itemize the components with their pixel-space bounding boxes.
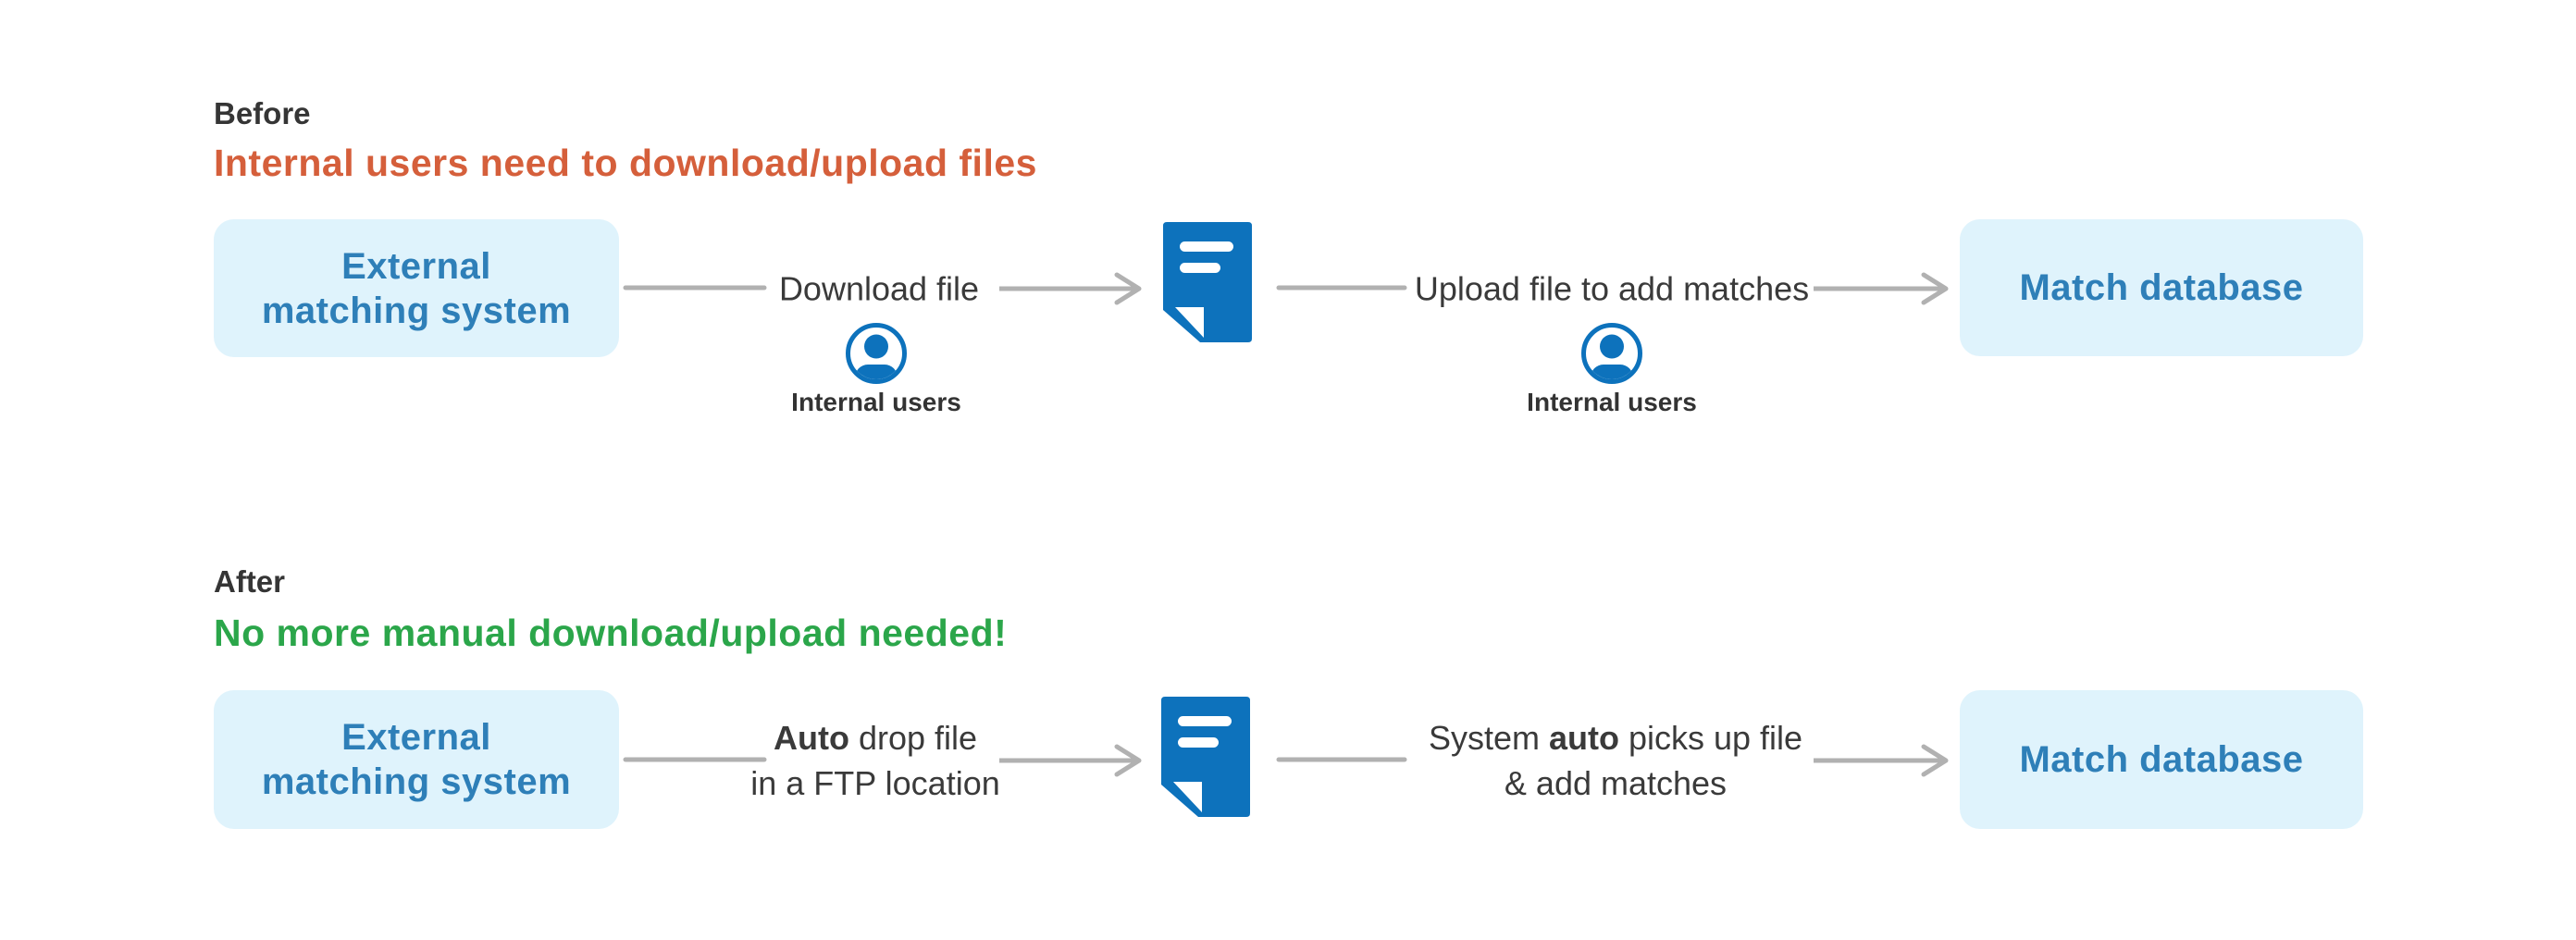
before-actor2-label: Internal users [1527,388,1697,416]
after-subtitle: No more manual download/upload needed! [214,612,1008,654]
after-target-box-label: Match database [2019,739,2304,780]
before-heading: Before [214,96,311,130]
document-icon [1163,222,1252,342]
before-match-database-box: Match database [1960,219,2363,356]
before-connector-line-2 [1276,285,1407,291]
document-icon [1161,697,1250,817]
after-connector-line-1 [623,757,767,762]
after-connector-line-2 [1276,757,1407,762]
after-arrow-2 [1814,744,1949,777]
before-arrow-1 [999,272,1142,305]
user-icon [1581,323,1642,384]
before-connector-line-1 [623,285,767,291]
before-source-box-label: External matching system [261,245,572,331]
after-step1-label: Auto drop file in a FTP location [750,719,1000,802]
before-external-matching-system-box: External matching system [214,219,619,357]
after-heading: After [214,564,286,599]
before-arrow-2 [1814,272,1949,305]
after-step2-label: System auto picks up file & add matches [1428,719,1803,802]
user-icon [846,323,907,384]
before-step1-label: Download file [778,269,980,308]
before-target-box-label: Match database [2019,267,2304,308]
before-actor1-label: Internal users [791,388,961,416]
after-match-database-box: Match database [1960,690,2363,829]
before-subtitle: Internal users need to download/upload f… [214,142,1037,184]
after-arrow-1 [999,744,1142,777]
before-step2-label: Upload file to add matches [1414,269,1810,308]
after-external-matching-system-box: External matching system [214,690,619,829]
after-source-box-label: External matching system [261,717,572,802]
